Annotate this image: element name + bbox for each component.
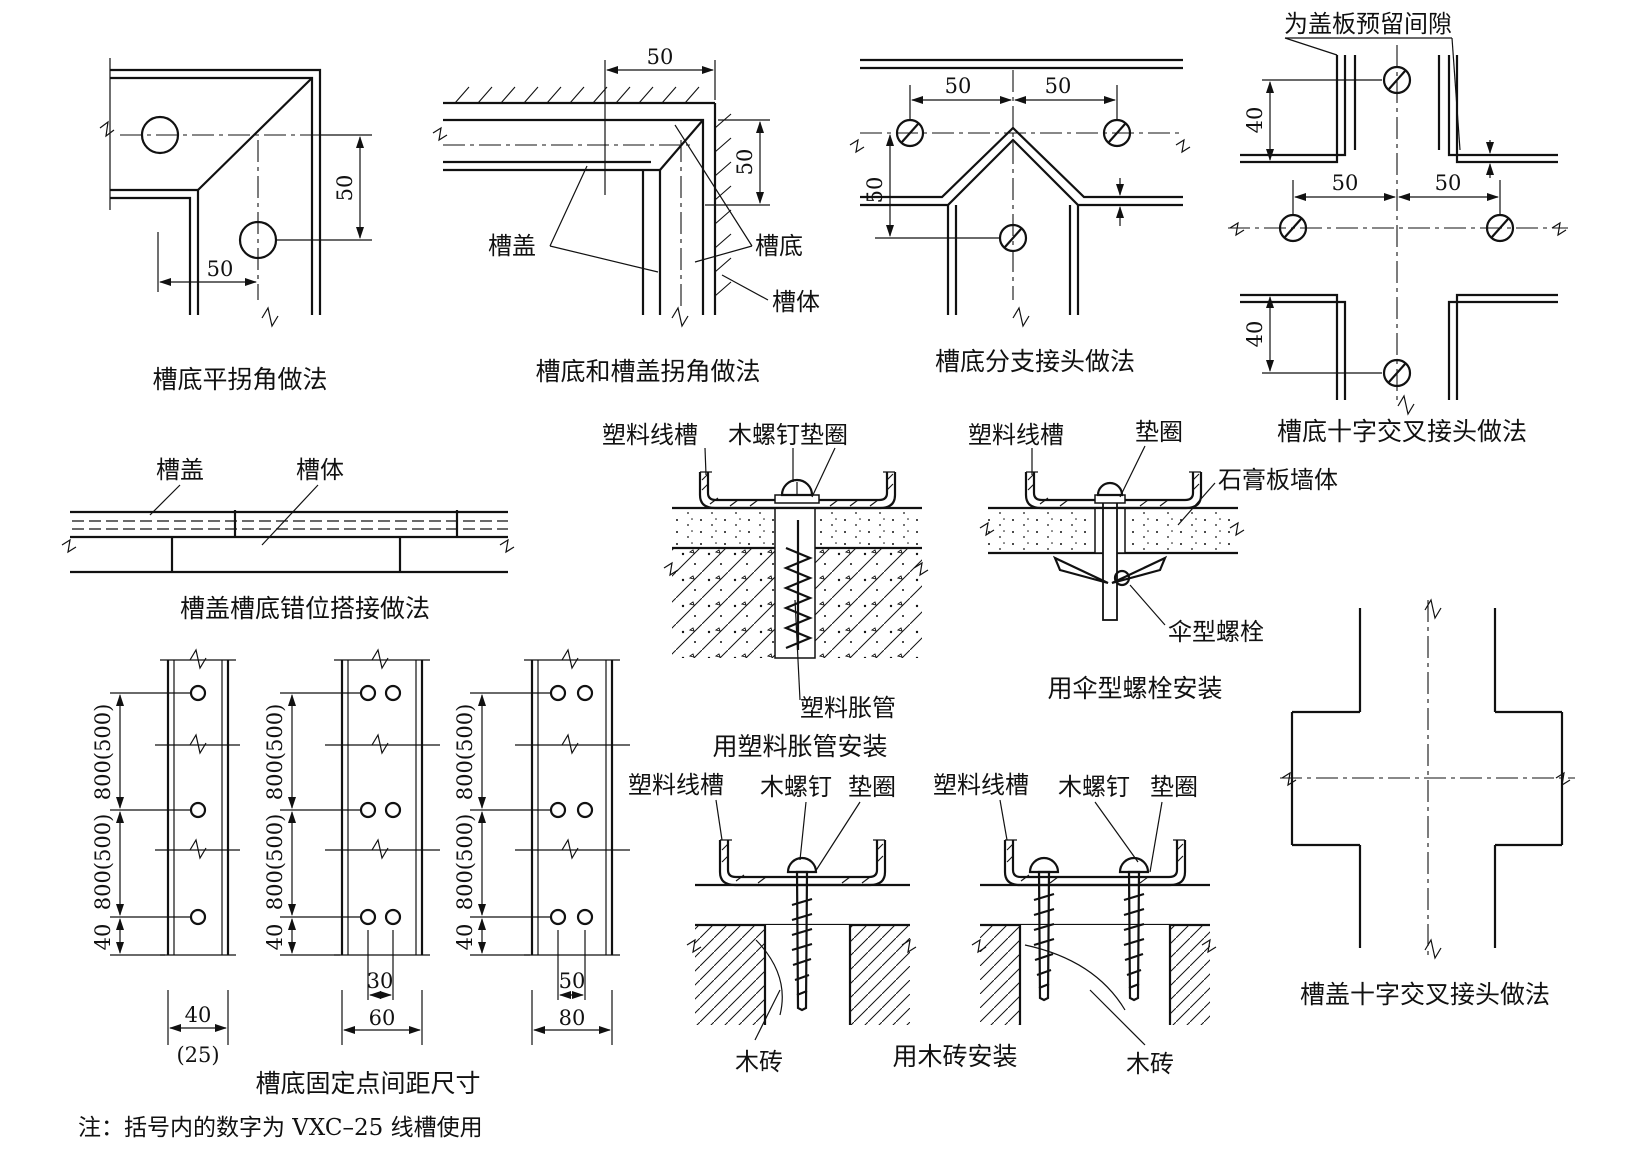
dim-800-upper: 800(500) [263, 704, 287, 801]
dim-800-lower: 800(500) [91, 814, 115, 911]
label-plastic-anchor: 塑料胀管 [800, 694, 896, 722]
label-wood-screw-washer: 木螺钉垫圈 [728, 421, 848, 449]
label-plastic-trough-2: 塑料线槽 [968, 421, 1064, 449]
flat-corner-detail: 50 50 槽底平拐角做法 [99, 58, 372, 394]
caption-cross-joint-base: 槽底十字交叉接头做法 [1277, 417, 1527, 446]
label-body-lap: 槽体 [296, 456, 344, 484]
label-wood-screw-right: 木螺钉 [1058, 773, 1130, 801]
dim-40-end: 40 [263, 924, 287, 951]
base-cover-corner-detail: 50 50 槽盖 槽底 槽体 槽底和槽盖拐角做法 [432, 45, 820, 386]
screw-head-bottom [1382, 358, 1412, 388]
fixing-spacing-detail: 800(500) 800(500) 40 40 (25) [91, 648, 630, 1098]
label-washer-umbrella: 垫圈 [1135, 418, 1183, 446]
spacing-strip-double-50: 800(500) 800(500) 40 50 80 [453, 648, 630, 1045]
dim-50-vertical: 50 [333, 175, 357, 202]
label-cover-lap: 槽盖 [156, 456, 204, 484]
label-cover-corner: 槽盖 [488, 232, 536, 260]
dim-50-horizontal: 50 [207, 257, 234, 281]
dim-25-width: (25) [176, 1043, 219, 1067]
dim-50-right: 50 [733, 149, 757, 176]
caption-umbrella-install: 用伞型螺栓安装 [1047, 674, 1222, 703]
dim-40-bottom: 40 [1243, 321, 1267, 348]
label-wood-brick-left: 木砖 [735, 1048, 783, 1076]
caption-wood-brick-install: 用木砖安装 [892, 1042, 1017, 1071]
dim-50-right: 50 [1045, 74, 1072, 98]
dim-40-width: 40 [185, 1003, 212, 1027]
wood-brick-install-detail: 塑料线槽 木螺钉 垫圈 木砖 塑料线槽 木螺钉 垫圈 [628, 771, 1217, 1078]
dim-80: 80 [559, 1006, 586, 1030]
label-plastic-trough-4: 塑料线槽 [933, 771, 1029, 799]
caption-fixing-spacing: 槽底固定点间距尺寸 [255, 1069, 480, 1098]
spacing-strip-double-30: 800(500) 800(500) 40 30 60 [263, 648, 440, 1045]
dim-40-top: 40 [1243, 107, 1267, 134]
umbrella-bolt-install-detail: 塑料线槽 垫圈 石膏板墙体 伞型螺栓 用伞型螺栓安装 [968, 418, 1338, 703]
dim-40-end: 40 [91, 924, 115, 951]
caption-flat-corner: 槽底平拐角做法 [152, 365, 327, 394]
dim-50-left: 50 [945, 74, 972, 98]
screw-head-left [1278, 213, 1308, 243]
dim-800-upper: 800(500) [453, 704, 477, 801]
label-plastic-trough-1: 塑料线槽 [602, 421, 698, 449]
label-wood-brick-right: 木砖 [1126, 1050, 1174, 1078]
branch-joint-detail: 50 50 50 槽底分支接头做法 [849, 58, 1191, 376]
dim-800-lower: 800(500) [263, 814, 287, 911]
dim-50-vertical: 50 [863, 177, 887, 204]
dim-800-lower: 800(500) [453, 814, 477, 911]
label-washer-right: 垫圈 [1150, 773, 1198, 801]
staggered-lap-detail: 槽盖 槽体 槽盖槽底错位搭接做法 [61, 456, 515, 623]
label-washer-left: 垫圈 [848, 773, 896, 801]
label-plastic-trough-3: 塑料线槽 [628, 771, 724, 799]
plastic-anchor-install-detail: 塑料线槽 木螺钉垫圈 塑料胀管 用塑料胀管安装 [602, 421, 929, 761]
dim-50: 50 [559, 969, 586, 993]
cross-joint-base-detail: 为盖板预留间隙 40 40 50 50 槽底十字交叉接头做法 [1228, 10, 1568, 446]
label-umbrella-bolt: 伞型螺栓 [1168, 618, 1264, 646]
dim-50-top: 50 [647, 45, 674, 69]
dim-800-upper: 800(500) [91, 704, 115, 801]
label-cover-gap: 为盖板预留间隙 [1284, 10, 1452, 38]
caption-base-cover-corner: 槽底和槽盖拐角做法 [535, 357, 760, 386]
caption-expansion-install: 用塑料胀管安装 [712, 732, 887, 761]
dim-30: 30 [367, 969, 394, 993]
screw-head-top [1382, 65, 1412, 95]
screw-head-right [1485, 213, 1515, 243]
label-body-corner: 槽体 [772, 288, 820, 316]
label-base-corner: 槽底 [755, 232, 803, 260]
label-wood-screw-left: 木螺钉 [760, 773, 832, 801]
dim-40-end: 40 [453, 924, 477, 951]
dim-60: 60 [369, 1006, 396, 1030]
spacing-strip-single: 800(500) 800(500) 40 40 (25) [91, 648, 240, 1067]
caption-branch-joint: 槽底分支接头做法 [935, 347, 1135, 376]
caption-cover-cross-joint: 槽盖十字交叉接头做法 [1300, 980, 1550, 1009]
label-gypsum-wall: 石膏板墙体 [1218, 466, 1338, 494]
caption-staggered-lap: 槽盖槽底错位搭接做法 [180, 594, 430, 623]
dim-50-right: 50 [1435, 171, 1462, 195]
cover-cross-joint-detail: 槽盖十字交叉接头做法 [1280, 598, 1575, 1009]
footnote: 注：括号内的数字为 VXC–25 线槽使用 [78, 1115, 483, 1141]
dim-50-left: 50 [1332, 171, 1359, 195]
